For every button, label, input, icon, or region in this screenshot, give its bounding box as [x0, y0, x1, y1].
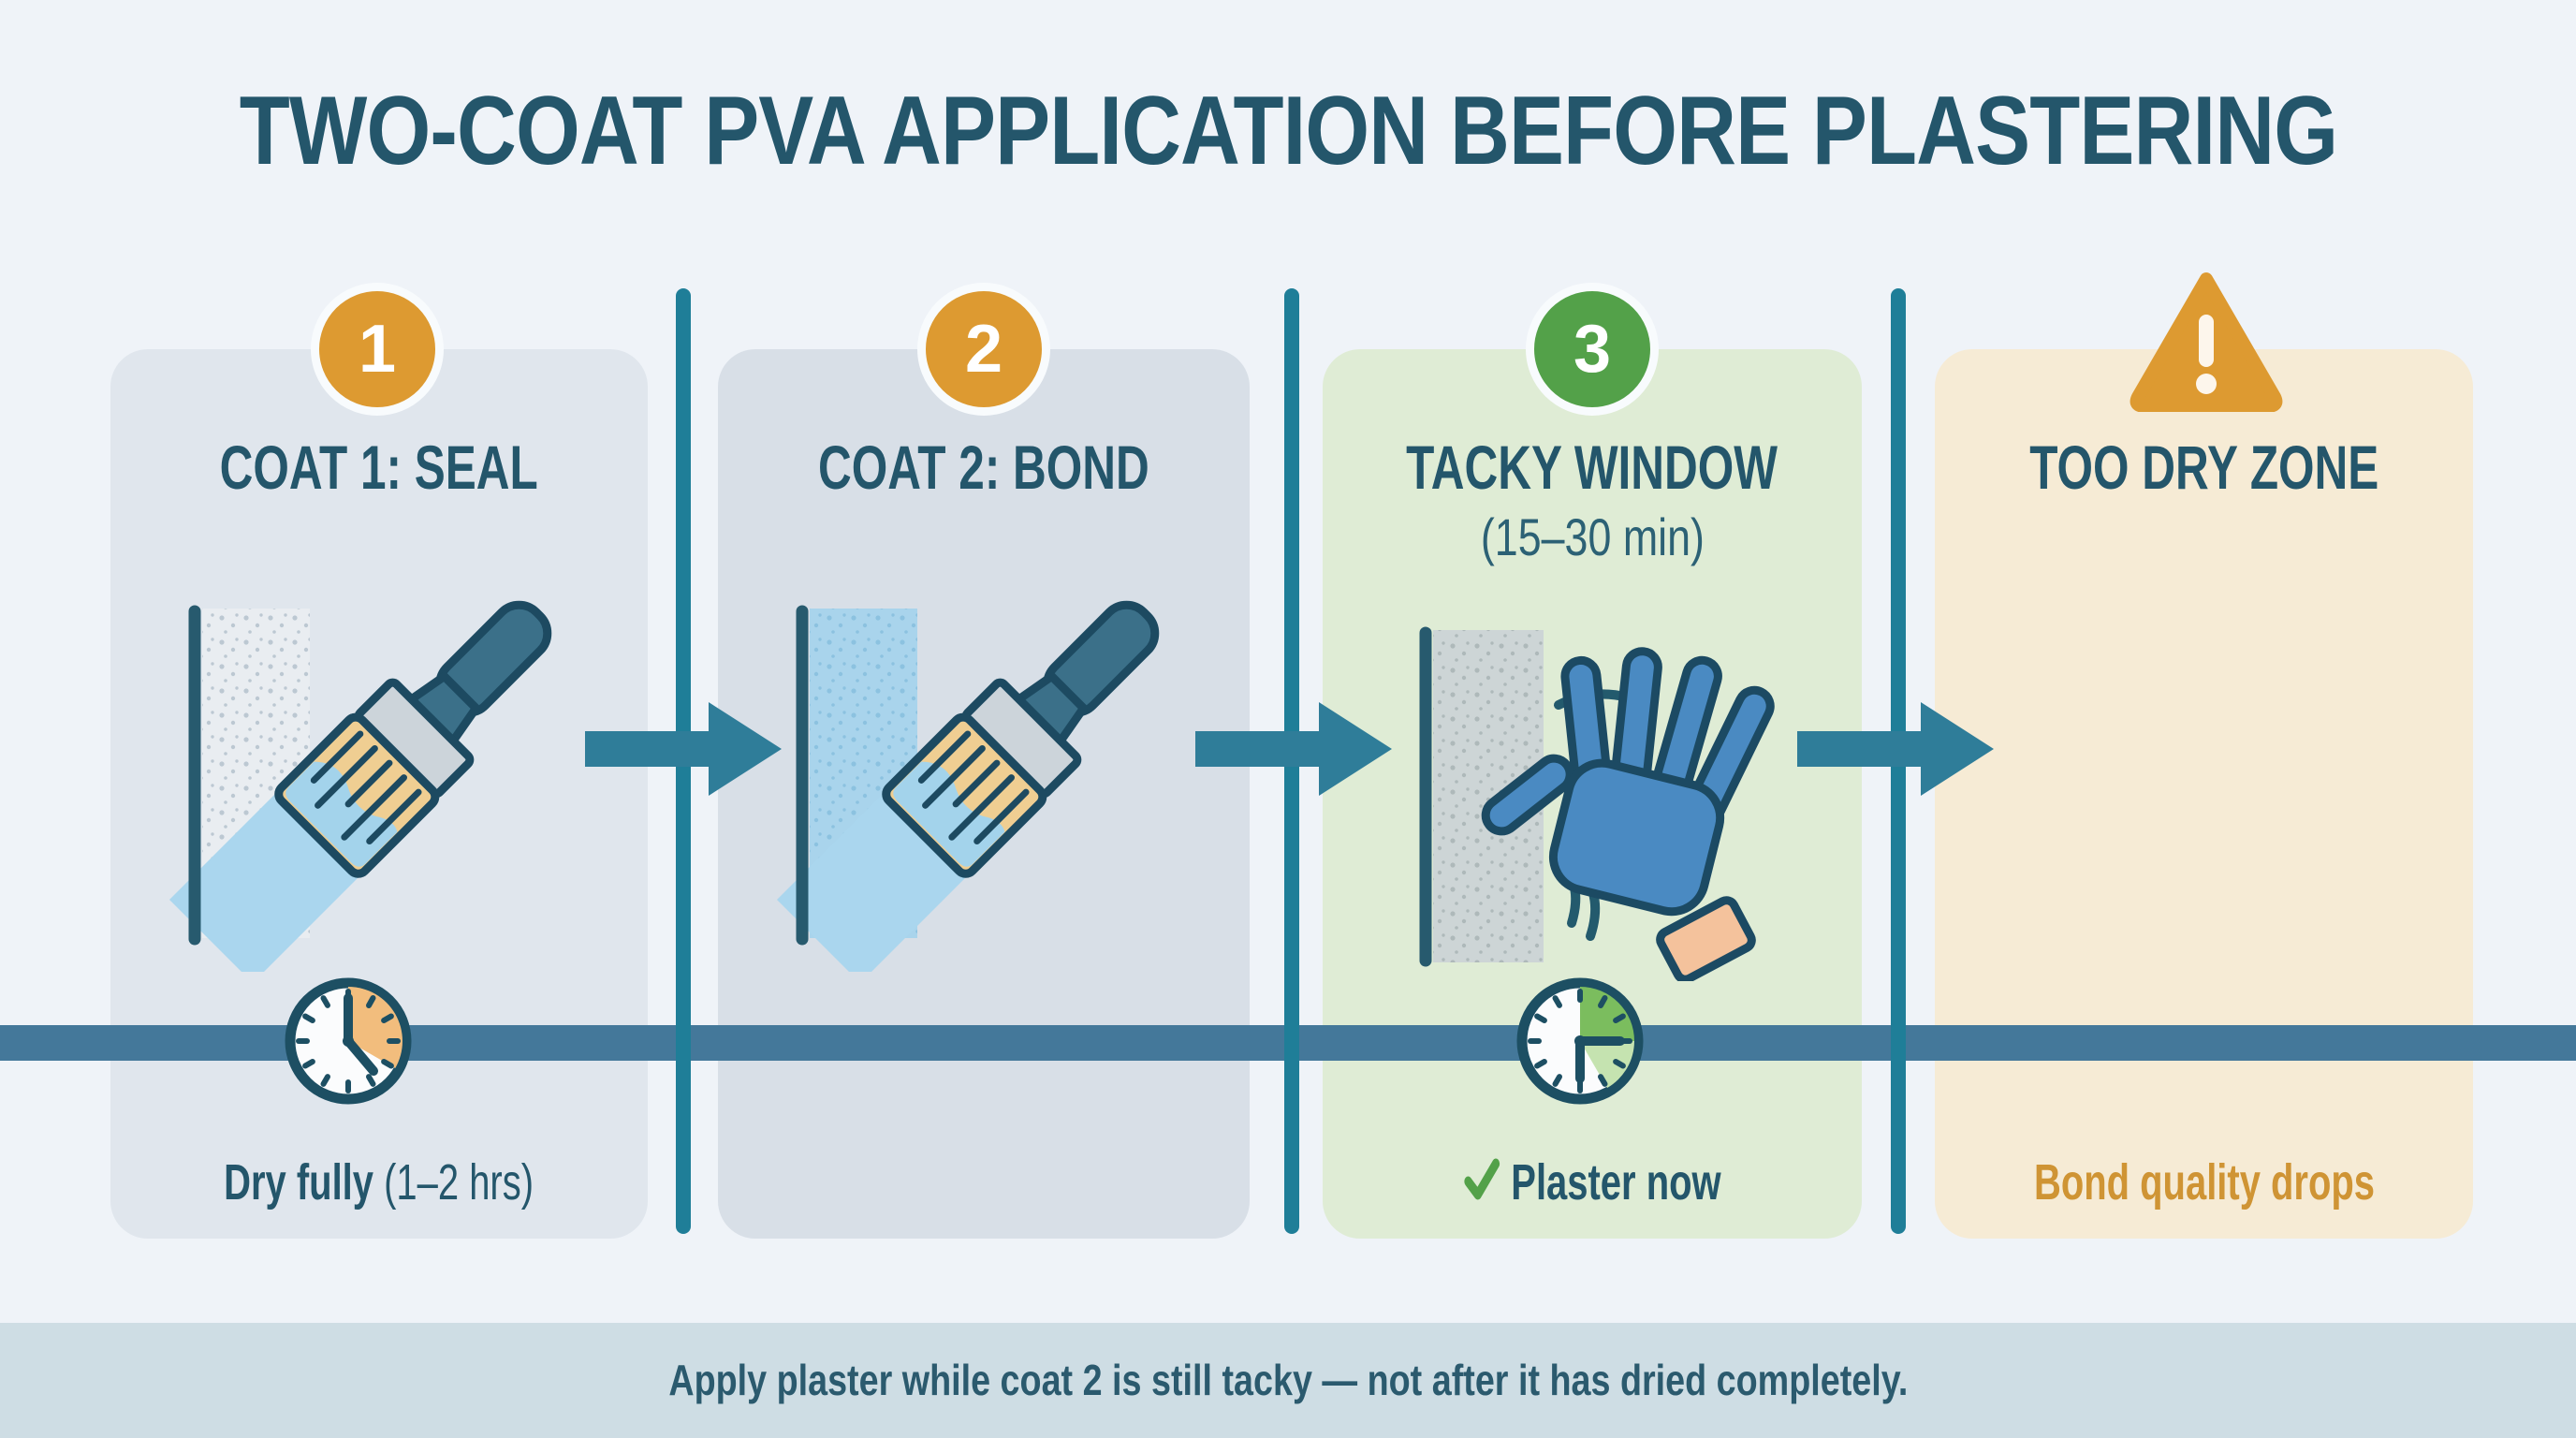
- plaster-now-label: Plaster now: [1511, 1154, 1722, 1211]
- panel-tacky-heading: TACKY WINDOW: [1406, 433, 1778, 502]
- caption-text: Apply plaster while coat 2 is still tack…: [667, 1356, 1909, 1404]
- check-icon: [1463, 1152, 1501, 1218]
- panel-coat1-seal: COAT 1: SEAL: [110, 349, 648, 1239]
- arrow-right-icon: [585, 702, 782, 800]
- panel-too-dry-zone: TOO DRY ZONE Bond quality drops: [1935, 349, 2473, 1239]
- paintbrush-on-coated-wall-icon: [727, 588, 1167, 983]
- glove-touch-wall-icon: [1351, 616, 1791, 986]
- panel-toodry-footer: Bond quality drops: [1935, 1152, 2473, 1212]
- dry-time-label: (1–2 hrs): [373, 1154, 534, 1211]
- panel-coat2-bond: COAT 2: BOND: [718, 349, 1250, 1239]
- step-3-badge: 3: [1526, 283, 1659, 416]
- arrow-right-icon: [1195, 702, 1392, 800]
- page-title: TWO-COAT PVA APPLICATION BEFORE PLASTERI…: [0, 56, 2576, 206]
- page-title-text: TWO-COAT PVA APPLICATION BEFORE PLASTERI…: [239, 77, 2337, 185]
- step-2-badge: 2: [917, 283, 1050, 416]
- paintbrush-on-bare-wall-icon: [120, 588, 560, 983]
- panel-tacky-subheading: (15–30 min): [1480, 507, 1705, 566]
- panel-toodry-heading: TOO DRY ZONE: [2028, 433, 2379, 502]
- panel-tacky-footer: Plaster now: [1323, 1152, 1862, 1212]
- panel-coat1-footer: Dry fully (1–2 hrs): [110, 1152, 648, 1212]
- caption-band: Apply plaster while coat 2 is still tack…: [0, 1323, 2576, 1438]
- panel-coat1-heading: COAT 1: SEAL: [219, 433, 539, 502]
- warning-triangle-icon: [2127, 270, 2286, 417]
- clock-icon: [283, 976, 414, 1111]
- step-1-badge: 1: [311, 283, 444, 416]
- panel-coat2-heading: COAT 2: BOND: [818, 433, 1149, 502]
- dry-fully-label: Dry fully: [224, 1154, 374, 1211]
- bond-quality-label: Bond quality drops: [2033, 1154, 2375, 1211]
- clock-icon: [1515, 976, 1646, 1111]
- arrow-right-icon: [1797, 702, 1994, 800]
